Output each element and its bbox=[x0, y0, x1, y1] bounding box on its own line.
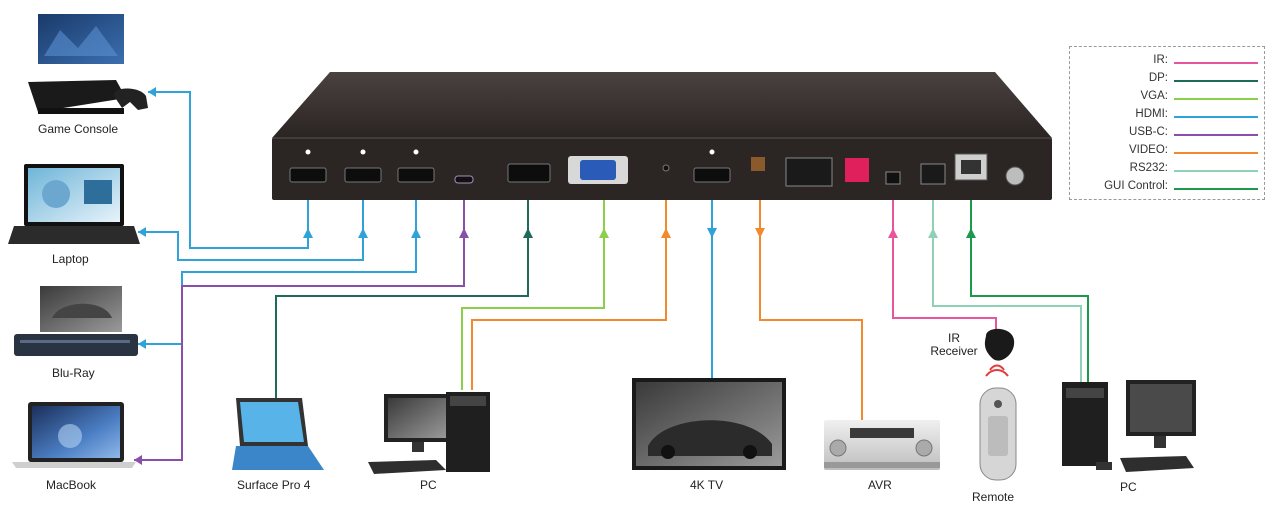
remote-device bbox=[980, 366, 1016, 481]
cable-ir bbox=[893, 186, 996, 336]
switcher-unit bbox=[272, 72, 1052, 200]
arrow-audio-out bbox=[755, 228, 765, 238]
legend: IR: DP: VGA: HDMI: USB-C: VIDEO: RS232: … bbox=[1069, 46, 1265, 200]
hdmi-in-3-port bbox=[398, 168, 434, 182]
ir-receiver-device bbox=[985, 329, 1014, 361]
arrow-laptop bbox=[138, 227, 146, 237]
arrow-hdmi-3 bbox=[411, 228, 421, 238]
legend-label: RS232: bbox=[1130, 162, 1168, 174]
legend-swatch bbox=[1174, 170, 1258, 172]
hdmi-out-port bbox=[694, 168, 730, 182]
label-pc-left: PC bbox=[420, 478, 437, 492]
avr-device bbox=[824, 420, 940, 470]
label-ir-receiver: IR Receiver bbox=[930, 332, 978, 358]
label-avr: AVR bbox=[868, 478, 892, 492]
legend-label: IR: bbox=[1153, 54, 1168, 66]
arrow-ir bbox=[888, 228, 898, 238]
legend-label: HDMI: bbox=[1135, 108, 1168, 120]
legend-label: DP: bbox=[1149, 72, 1168, 84]
arrow-hdmi-out bbox=[707, 228, 717, 238]
cable-pc-audio bbox=[472, 178, 666, 390]
legend-label: GUI Control: bbox=[1104, 180, 1168, 192]
label-4k-tv: 4K TV bbox=[690, 478, 723, 492]
hdmi-in-2-port bbox=[345, 168, 381, 182]
legend-item: VGA: bbox=[1070, 89, 1266, 107]
cable-surface-dp bbox=[276, 196, 528, 398]
legend-swatch bbox=[1174, 80, 1258, 82]
legend-item: RS232: bbox=[1070, 161, 1266, 179]
legend-swatch bbox=[1174, 188, 1258, 190]
power-connector bbox=[1006, 167, 1024, 185]
legend-swatch bbox=[1174, 116, 1258, 118]
audio-in-jack bbox=[663, 165, 669, 171]
cable-laptop-hdmi bbox=[138, 200, 363, 260]
legend-item: HDMI: bbox=[1070, 107, 1266, 125]
legend-item: USB-C: bbox=[1070, 125, 1266, 143]
label-surface-pro: Surface Pro 4 bbox=[237, 478, 310, 492]
label-remote: Remote bbox=[972, 490, 1014, 504]
arrow-dp bbox=[523, 228, 533, 238]
terminal-block bbox=[786, 158, 832, 186]
blu-ray-device bbox=[14, 286, 138, 356]
audio-out-jack bbox=[751, 157, 765, 171]
dp-in-port bbox=[508, 164, 550, 182]
legend-label: VGA: bbox=[1141, 90, 1168, 102]
switcher-top-face bbox=[272, 72, 1052, 138]
4k-tv-device bbox=[632, 378, 786, 470]
legend-label: VIDEO: bbox=[1129, 144, 1168, 156]
arrow-audio-in bbox=[661, 228, 671, 238]
ir-port bbox=[886, 172, 900, 184]
label-laptop: Laptop bbox=[52, 252, 89, 266]
arrow-hdmi-2 bbox=[358, 228, 368, 238]
legend-item: VIDEO: bbox=[1070, 143, 1266, 161]
arrow-game bbox=[148, 87, 156, 97]
game-console-device bbox=[28, 14, 148, 114]
arrow-macbook bbox=[134, 455, 142, 465]
arrow-gui bbox=[966, 228, 976, 238]
label-pc-right: PC bbox=[1120, 480, 1137, 494]
arrow-usbc bbox=[459, 228, 469, 238]
label-blu-ray: Blu-Ray bbox=[52, 366, 95, 380]
laptop-device bbox=[8, 164, 140, 244]
arrow-rs232 bbox=[928, 228, 938, 238]
arrow-bluray bbox=[138, 339, 146, 349]
usbc-port bbox=[455, 176, 473, 183]
macbook-device bbox=[12, 402, 136, 468]
legend-label: USB-C: bbox=[1129, 126, 1168, 138]
cable-pc-vga bbox=[462, 184, 604, 390]
label-game-console: Game Console bbox=[38, 122, 118, 136]
arrow-hdmi-1 bbox=[303, 228, 313, 238]
surface-pro-device bbox=[232, 398, 324, 470]
label-macbook: MacBook bbox=[46, 478, 96, 492]
hdmi-in-1-port bbox=[290, 168, 326, 182]
legend-swatch bbox=[1174, 62, 1258, 64]
legend-item: DP: bbox=[1070, 71, 1266, 89]
arrow-vga bbox=[599, 228, 609, 238]
legend-swatch bbox=[1174, 98, 1258, 100]
dip-switch bbox=[845, 158, 869, 182]
pc-left-device bbox=[368, 392, 490, 474]
legend-item: IR: bbox=[1070, 53, 1266, 71]
legend-swatch bbox=[1174, 134, 1258, 136]
legend-item: GUI Control: bbox=[1070, 179, 1266, 197]
pc-right-device bbox=[1062, 380, 1196, 472]
rs232-port bbox=[921, 164, 945, 184]
legend-swatch bbox=[1174, 152, 1258, 154]
